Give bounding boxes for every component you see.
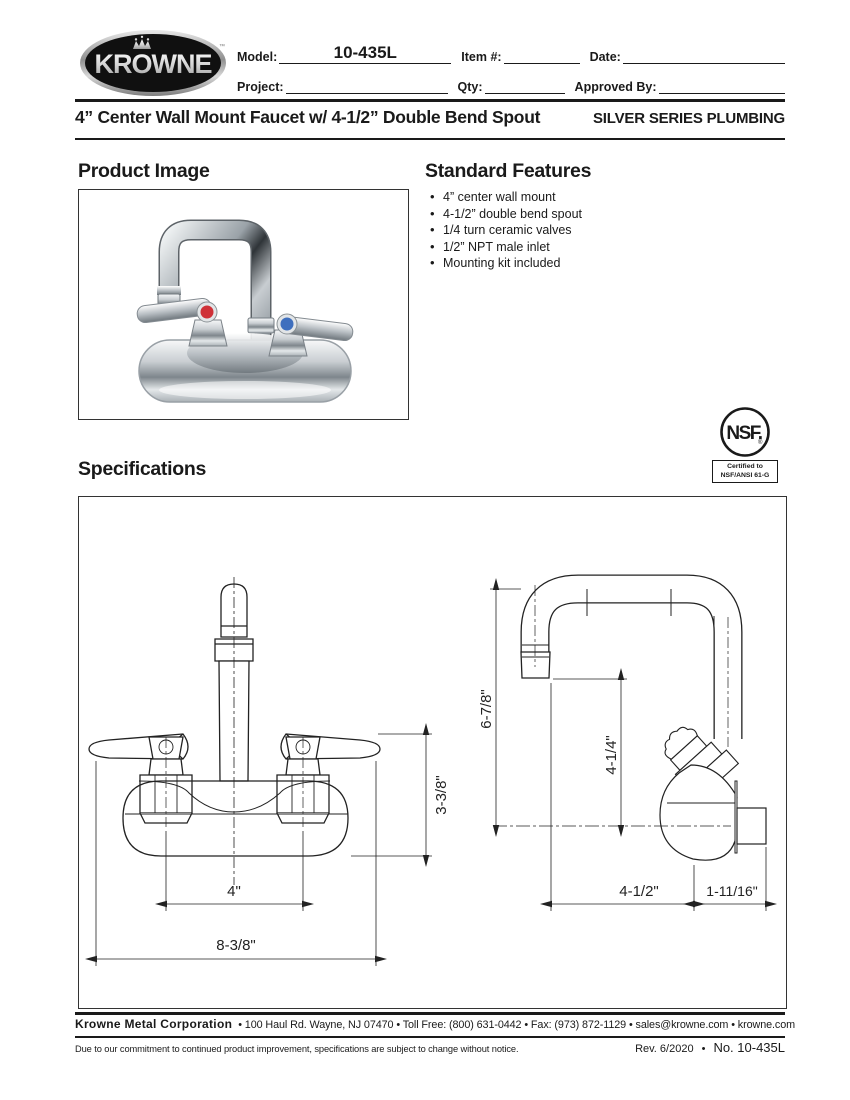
dim-4-1-2: 4-1/2" bbox=[619, 883, 659, 900]
series-title: SILVER SERIES PLUMBING bbox=[592, 110, 785, 127]
model-field: 10-435L bbox=[279, 43, 452, 64]
footer-meta-line: Due to our commitment to continued produ… bbox=[75, 1040, 785, 1055]
footer-company-name: Krowne Metal Corporation bbox=[75, 1017, 233, 1031]
dim-8-3-8: 8-3/8" bbox=[216, 937, 256, 954]
dim-4: 4" bbox=[227, 883, 241, 900]
crown-icon bbox=[133, 35, 151, 49]
title-row: 4” Center Wall Mount Faucet w/ 4-1/2” Do… bbox=[75, 107, 785, 128]
features-heading: Standard Features bbox=[425, 160, 592, 182]
header-form-row-1: Model: 10-435L Item #: Date: bbox=[237, 42, 785, 64]
dim-3-3-8: 3-3/8" bbox=[433, 775, 450, 815]
project-field bbox=[285, 74, 448, 94]
side-view-drawing bbox=[490, 574, 777, 911]
nsf-cert-line2: NSF/ANSI 61-G bbox=[720, 471, 770, 479]
faucet-photo bbox=[136, 219, 354, 403]
front-view-drawing bbox=[85, 577, 432, 966]
qty-field bbox=[484, 74, 565, 94]
nsf-cert-line1: Certified to bbox=[727, 463, 763, 470]
product-image-heading: Product Image bbox=[78, 160, 210, 182]
krowne-logo: KROWNE ™ bbox=[80, 30, 226, 96]
footer-divider-top bbox=[75, 1012, 785, 1015]
item-label: Item #: bbox=[461, 50, 502, 64]
feature-item: 1/2” NPT male inlet bbox=[430, 239, 582, 256]
side-view-labels: 6-7/8" 4-1/4" 4-1/2" 1-11/16" bbox=[478, 689, 758, 900]
front-view-labels: 3-3/8" 4" 8-3/8" bbox=[216, 775, 450, 954]
hot-handle bbox=[136, 297, 228, 347]
svg-text:NSF.: NSF. bbox=[726, 423, 761, 444]
header-divider bbox=[75, 99, 785, 102]
date-label: Date: bbox=[589, 50, 621, 64]
feature-item: 1/4 turn ceramic valves bbox=[430, 222, 582, 239]
approved-by-field bbox=[658, 74, 785, 94]
title-divider bbox=[75, 138, 785, 140]
feature-item: Mounting kit included bbox=[430, 255, 582, 272]
svg-text:™: ™ bbox=[219, 43, 225, 50]
specifications-drawing: 3-3/8" 4" 8-3/8" bbox=[78, 496, 787, 1009]
footer-bullet: • bbox=[701, 1043, 706, 1055]
page-title: 4” Center Wall Mount Faucet w/ 4-1/2” Do… bbox=[75, 107, 541, 127]
dim-1-11-16: 1-11/16" bbox=[706, 883, 757, 899]
footer-rev-date: Rev. 6/2020 bbox=[635, 1043, 694, 1055]
header-form-row-2: Project: Qty: Approved By: bbox=[237, 72, 785, 94]
footer-divider-bottom bbox=[75, 1036, 785, 1038]
footer-revision: Rev. 6/2020 • No. 10-435L bbox=[635, 1040, 785, 1055]
project-label: Project: bbox=[237, 80, 284, 94]
approved-by-label: Approved By: bbox=[574, 80, 657, 94]
model-label: Model: bbox=[237, 50, 278, 64]
cold-handle bbox=[268, 313, 354, 357]
feature-item: 4” center wall mount bbox=[430, 189, 582, 206]
svg-text:®: ® bbox=[758, 439, 763, 446]
footer-contact-info: • 100 Haul Rd. Wayne, NJ 07470 • Toll Fr… bbox=[238, 1019, 795, 1031]
footer-disclaimer: Due to our commitment to continued produ… bbox=[75, 1044, 519, 1054]
nsf-certified-box: Certified to NSF/ANSI 61-G bbox=[712, 460, 778, 483]
logo-wordmark: KROWNE bbox=[95, 49, 212, 79]
footer-contact-line: Krowne Metal Corporation • 100 Haul Rd. … bbox=[75, 1017, 795, 1031]
features-list: 4” center wall mount 4-1/2” double bend … bbox=[430, 189, 582, 272]
qty-label: Qty: bbox=[457, 80, 483, 94]
technical-drawing: 3-3/8" 4" 8-3/8" bbox=[85, 574, 777, 966]
specifications-heading: Specifications bbox=[78, 458, 207, 480]
nsf-logo-icon: NSF. ® bbox=[720, 407, 770, 457]
dim-6-7-8: 6-7/8" bbox=[478, 689, 495, 729]
dim-4-1-4: 4-1/4" bbox=[603, 735, 620, 775]
item-field bbox=[503, 44, 580, 64]
date-field bbox=[622, 44, 785, 64]
nsf-certification-mark: NSF. ® Certified to NSF/ANSI 61-G bbox=[712, 406, 778, 483]
footer-doc-number: No. 10-435L bbox=[713, 1040, 785, 1055]
model-value: 10-435L bbox=[333, 43, 397, 62]
feature-item: 4-1/2” double bend spout bbox=[430, 206, 582, 223]
product-image bbox=[78, 189, 409, 420]
